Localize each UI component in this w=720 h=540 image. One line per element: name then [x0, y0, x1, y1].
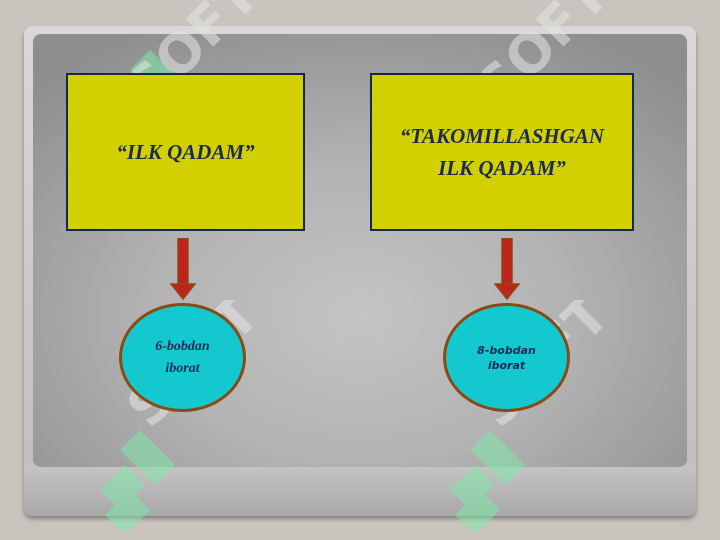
6-bobdan-iborat-label: 6-bobdan iborat	[155, 338, 210, 376]
slide-frame-bottom	[24, 466, 696, 516]
takomillashgan-ilk-qadam-box: “TAKOMILLASHGAN ILK QADAM”	[370, 73, 634, 231]
ilk-qadam-box: “ILK QADAM”	[66, 73, 305, 231]
down-arrow-icon	[170, 238, 196, 300]
6-bobdan-iborat-oval: 6-bobdan iborat	[119, 303, 246, 412]
takomillashgan-ilk-qadam-label: “TAKOMILLASHGAN ILK QADAM”	[399, 124, 605, 180]
down-arrow-icon	[494, 238, 520, 300]
8-bobdan-iborat-label: 8-bobdan iborat	[477, 343, 536, 372]
ilk-qadam-label: “ILK QADAM”	[116, 140, 255, 164]
8-bobdan-iborat-oval: 8-bobdan iborat	[443, 303, 570, 412]
